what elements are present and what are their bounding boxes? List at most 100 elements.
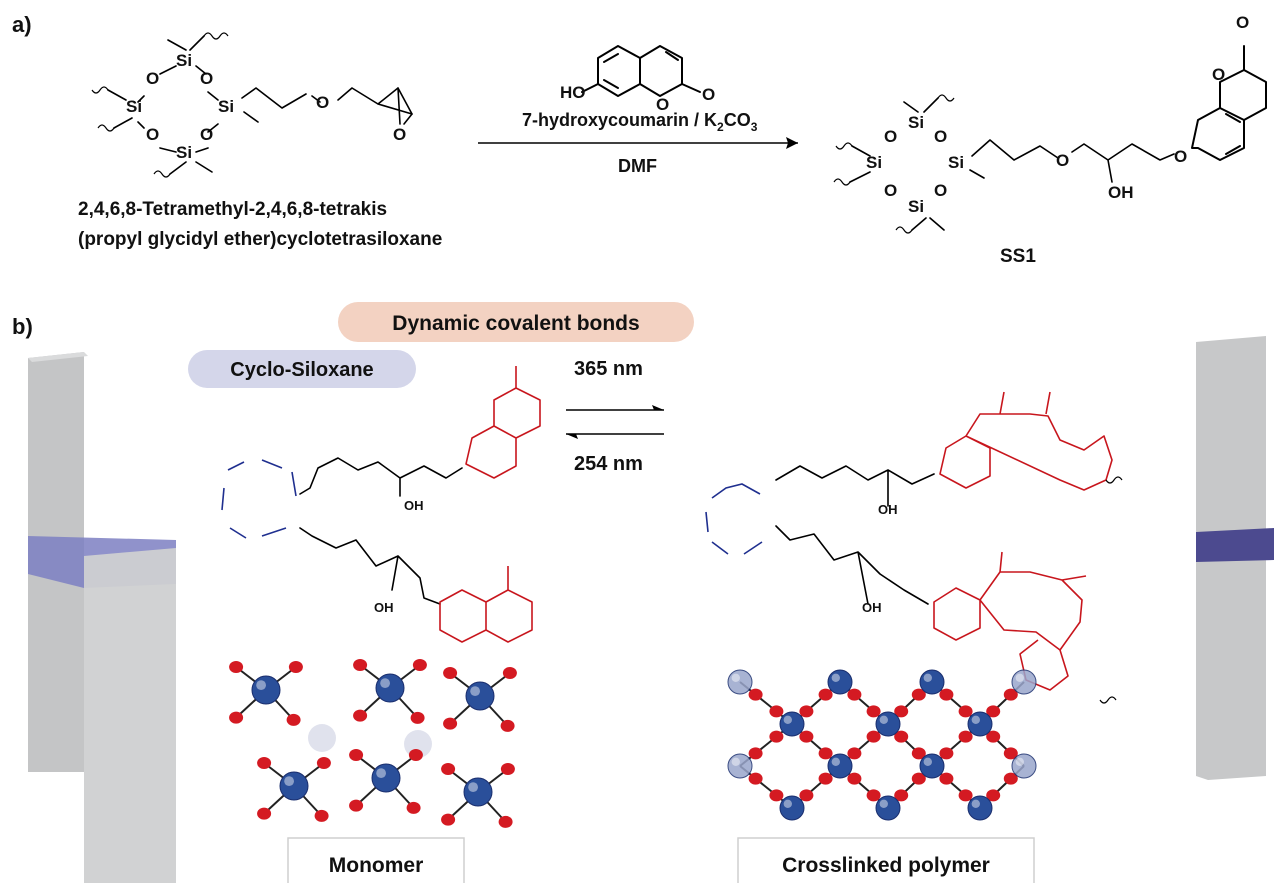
coumarin-node [748, 688, 763, 701]
atom-si-left: Si [866, 153, 882, 172]
atom-o: O [1236, 13, 1249, 32]
node-highlight [380, 678, 390, 688]
coumarin-node [866, 789, 881, 802]
node-highlight [831, 673, 840, 682]
siloxane-node [1011, 753, 1037, 779]
siloxane-node [375, 673, 405, 703]
reagent-sub3: 3 [751, 120, 758, 134]
coumarin-node [1003, 747, 1018, 760]
atom-si-bottom: Si [176, 143, 192, 162]
forward-arrow-head [652, 405, 664, 410]
coumarin-node [286, 713, 301, 726]
siloxane-node [779, 795, 805, 821]
coumarin-node [818, 772, 833, 785]
coumarin-node [410, 711, 425, 724]
node-highlight [971, 715, 980, 724]
starting-material-name-line1: 2,4,6,8-Tetramethyl-2,4,6,8-tetrakis [78, 199, 387, 220]
atom-si-top: Si [908, 113, 924, 132]
coumarin-node [353, 659, 368, 671]
substrate-strip-top [28, 352, 88, 362]
reverse-arrow-head [566, 434, 578, 439]
coumarin-node [911, 747, 926, 760]
solvent-label: DMF [618, 156, 657, 176]
atom-oh: OH [862, 600, 882, 615]
reagent-ho: HO [560, 83, 586, 102]
siloxane-node [1011, 669, 1037, 695]
coumarin-node [257, 807, 272, 820]
atom-oh: OH [374, 600, 394, 615]
siloxane-node [251, 675, 281, 705]
coumarin-node [847, 747, 862, 760]
coumarin-node [769, 705, 784, 718]
atom-oh: OH [1108, 183, 1134, 202]
node-highlight [470, 686, 480, 696]
wavelength-forward: 365 nm [574, 358, 643, 380]
panel-a-label: a) [12, 12, 32, 37]
coumarin-node [958, 789, 973, 802]
substrate-left [28, 352, 176, 883]
coumarin-node [939, 772, 954, 785]
node-highlight [831, 757, 840, 766]
atom-oh: OH [404, 498, 424, 513]
panel-b-label: b) [12, 314, 33, 339]
coumarin-node [818, 747, 833, 760]
siloxane-node [827, 753, 853, 779]
atom-si-right: Si [218, 97, 234, 116]
substrate-right [1196, 336, 1274, 780]
coumarin-node [799, 705, 814, 718]
atom-si-bottom: Si [908, 197, 924, 216]
coumarin-node [498, 815, 513, 828]
reagent-text: 7-hydroxycoumarin / K [522, 110, 717, 130]
atom-o: O [146, 69, 159, 88]
coumarin-node [958, 730, 973, 743]
coumarin-node [894, 789, 909, 802]
coumarin-node [443, 667, 458, 679]
atom-o: O [1212, 65, 1225, 84]
reagent-label: 7-hydroxycoumarin / K2CO3 [522, 110, 758, 134]
coumarin-node [349, 799, 364, 812]
coumarin-node [894, 730, 909, 743]
node-highlight [783, 799, 792, 808]
coumarin-node [1003, 688, 1018, 701]
coumarin-node [441, 813, 456, 826]
atom-oh: OH [878, 502, 898, 517]
reagent-sub2: 2 [717, 120, 724, 134]
coumarin-node [408, 749, 423, 761]
crosslinked-structure: OH OH [705, 391, 1123, 704]
node-highlight [879, 715, 888, 724]
pill-cyclo-siloxane [188, 350, 416, 388]
atom-o: O [146, 125, 159, 144]
node-highlight [783, 715, 792, 724]
wavelength-reverse: 254 nm [574, 453, 643, 475]
node-highlight [971, 799, 980, 808]
siloxane-node [827, 669, 853, 695]
atom-o: O [393, 125, 406, 144]
atom-o: O [884, 127, 897, 146]
pill-dynamic-bonds-label: Dynamic covalent bonds [392, 312, 639, 335]
coumarin-node [939, 747, 954, 760]
siloxane-node [727, 669, 753, 695]
siloxane-node [371, 763, 401, 793]
coumarin-node [986, 730, 1001, 743]
coumarin-node [443, 717, 458, 730]
coumarin-node [314, 809, 329, 822]
atom-o: O [934, 127, 947, 146]
atom-o: O [200, 69, 213, 88]
coumarin-node [847, 688, 862, 701]
siloxane-node [465, 681, 495, 711]
atom-o: O [200, 125, 213, 144]
coumarin-node [769, 789, 784, 802]
polymer-network [727, 669, 1037, 821]
pill-dynamic-bonds [338, 302, 694, 342]
atom-o: O [1174, 147, 1187, 166]
siloxane-node [727, 753, 753, 779]
node-highlight [1015, 673, 1024, 682]
atom-o: O [884, 181, 897, 200]
coumarin-node [769, 730, 784, 743]
siloxane-node [967, 795, 993, 821]
atom-si-right: Si [948, 153, 964, 172]
ghost-node [308, 724, 336, 752]
reaction-arrow-head [786, 137, 798, 149]
coumarin-node [500, 763, 515, 775]
